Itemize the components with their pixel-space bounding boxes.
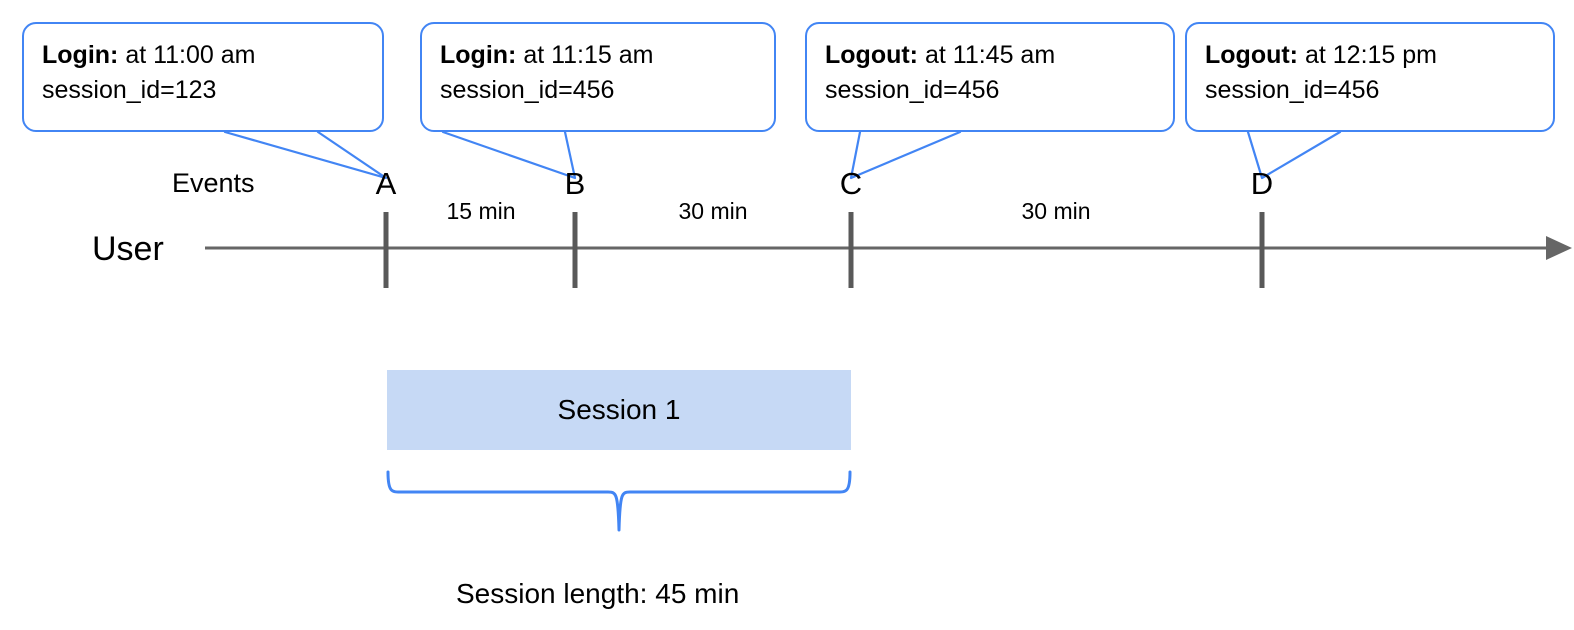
callout-d-line1: Logout: at 12:15 pm <box>1205 38 1535 73</box>
callout-bubble-d: Logout: at 12:15 pm session_id=456 <box>1185 22 1555 132</box>
interval-label-ab: 15 min <box>446 198 516 224</box>
session-bar-label: Session 1 <box>557 394 681 425</box>
callout-bubble-a: Login: at 11:00 am session_id=123 <box>22 22 384 132</box>
event-letter-c: C <box>839 166 863 201</box>
row-label-events: Events <box>172 168 255 198</box>
event-letter-b: B <box>564 166 586 201</box>
callout-d-label: Logout: <box>1205 41 1299 69</box>
event-letter-d: D <box>1250 166 1274 201</box>
callout-bubble-c: Logout: at 11:45 am session_id=456 <box>805 22 1175 132</box>
callout-a-label: Login: <box>42 41 119 69</box>
callout-a-line2: session_id=123 <box>42 76 217 104</box>
callout-c-line2: session_id=456 <box>825 76 1000 104</box>
session-span-brace <box>386 470 852 532</box>
interval-label-bc: 30 min <box>678 198 748 224</box>
callout-d-line2: session_id=456 <box>1205 76 1380 104</box>
callout-bubble-b: Login: at 11:15 am session_id=456 <box>420 22 776 132</box>
timeline-arrow-head-icon <box>1546 236 1572 260</box>
callout-c-time: at 11:45 am <box>924 41 1056 69</box>
callout-b-line1: Login: at 11:15 am <box>440 38 756 73</box>
callout-c-label: Logout: <box>825 41 919 69</box>
interval-label-cd: 30 min <box>1021 198 1091 224</box>
session-bar-session-1: Session 1 <box>387 370 851 450</box>
callout-a-time: at 11:00 am <box>125 41 256 69</box>
session-length-caption: Session length: 45 min <box>456 578 740 609</box>
callout-b-time: at 11:15 am <box>523 41 654 69</box>
row-label-user: User <box>92 230 164 268</box>
callout-b-line2: session_id=456 <box>440 76 615 104</box>
callout-d-time: at 12:15 pm <box>1304 41 1437 69</box>
event-letter-a: A <box>375 166 397 201</box>
callout-a-line1: Login: at 11:00 am <box>42 38 364 73</box>
callout-b-label: Login: <box>440 41 517 69</box>
callout-c-line1: Logout: at 11:45 am <box>825 38 1155 73</box>
